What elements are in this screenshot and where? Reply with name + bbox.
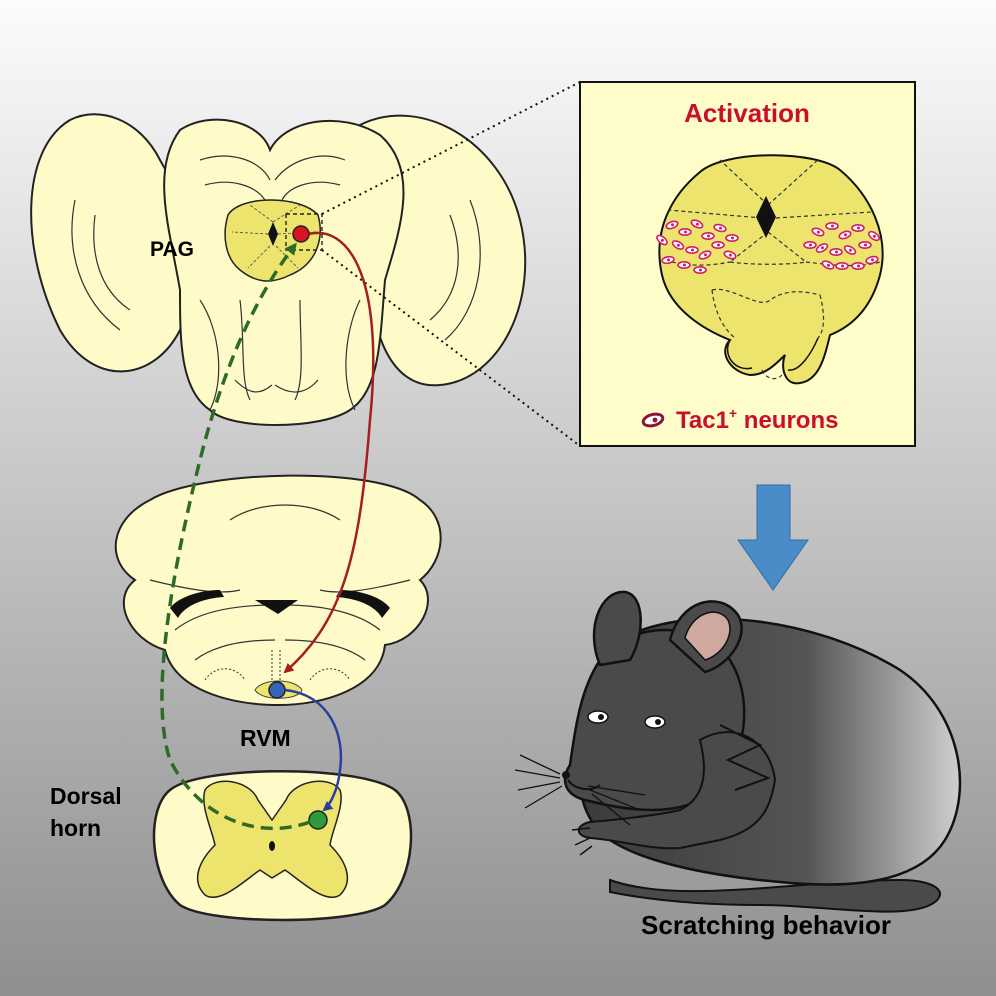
mouse-illustration xyxy=(514,590,962,913)
tac1-legend-label: Tac1+ neurons xyxy=(676,405,838,434)
dorsal-horn-label-line2: horn xyxy=(50,815,101,841)
spinal-gray-matter xyxy=(196,780,349,898)
rvm-neuron-dot xyxy=(268,681,286,699)
hindbrain-ventral-structures xyxy=(204,650,351,681)
dorsal-horn-to-pag-projection xyxy=(160,242,311,831)
activation-title: Activation xyxy=(684,98,810,128)
pag-zoom-box xyxy=(285,213,323,251)
dorsal-horn-label-line1: Dorsal xyxy=(50,783,122,809)
pag-to-rvm-projection xyxy=(283,231,375,674)
central-canal xyxy=(269,841,275,851)
zoom-line-top xyxy=(321,81,581,215)
dorsal-horn-neuron-dot xyxy=(308,810,328,830)
rvm-to-dorsal-horn-projection xyxy=(284,688,343,812)
inset-aqueduct-icon xyxy=(756,196,776,238)
pag-label: PAG xyxy=(150,238,194,261)
inset-pag-diagram xyxy=(658,154,884,385)
hindbrain-internal-lines xyxy=(149,504,411,661)
hindbrain-band-left xyxy=(170,590,224,618)
pag-neuron-dot xyxy=(292,225,310,243)
hindbrain-band-right xyxy=(336,590,390,618)
tac1-neuron-icon xyxy=(641,412,665,428)
fourth-ventricle xyxy=(255,600,298,614)
aqueduct xyxy=(268,222,278,246)
midbrain-internal-lines xyxy=(71,155,481,411)
behavior-label: Scratching behavior xyxy=(641,910,891,940)
down-arrow-icon xyxy=(737,484,809,591)
rvm-label: RVM xyxy=(240,725,291,751)
hindbrain-section xyxy=(114,474,442,707)
